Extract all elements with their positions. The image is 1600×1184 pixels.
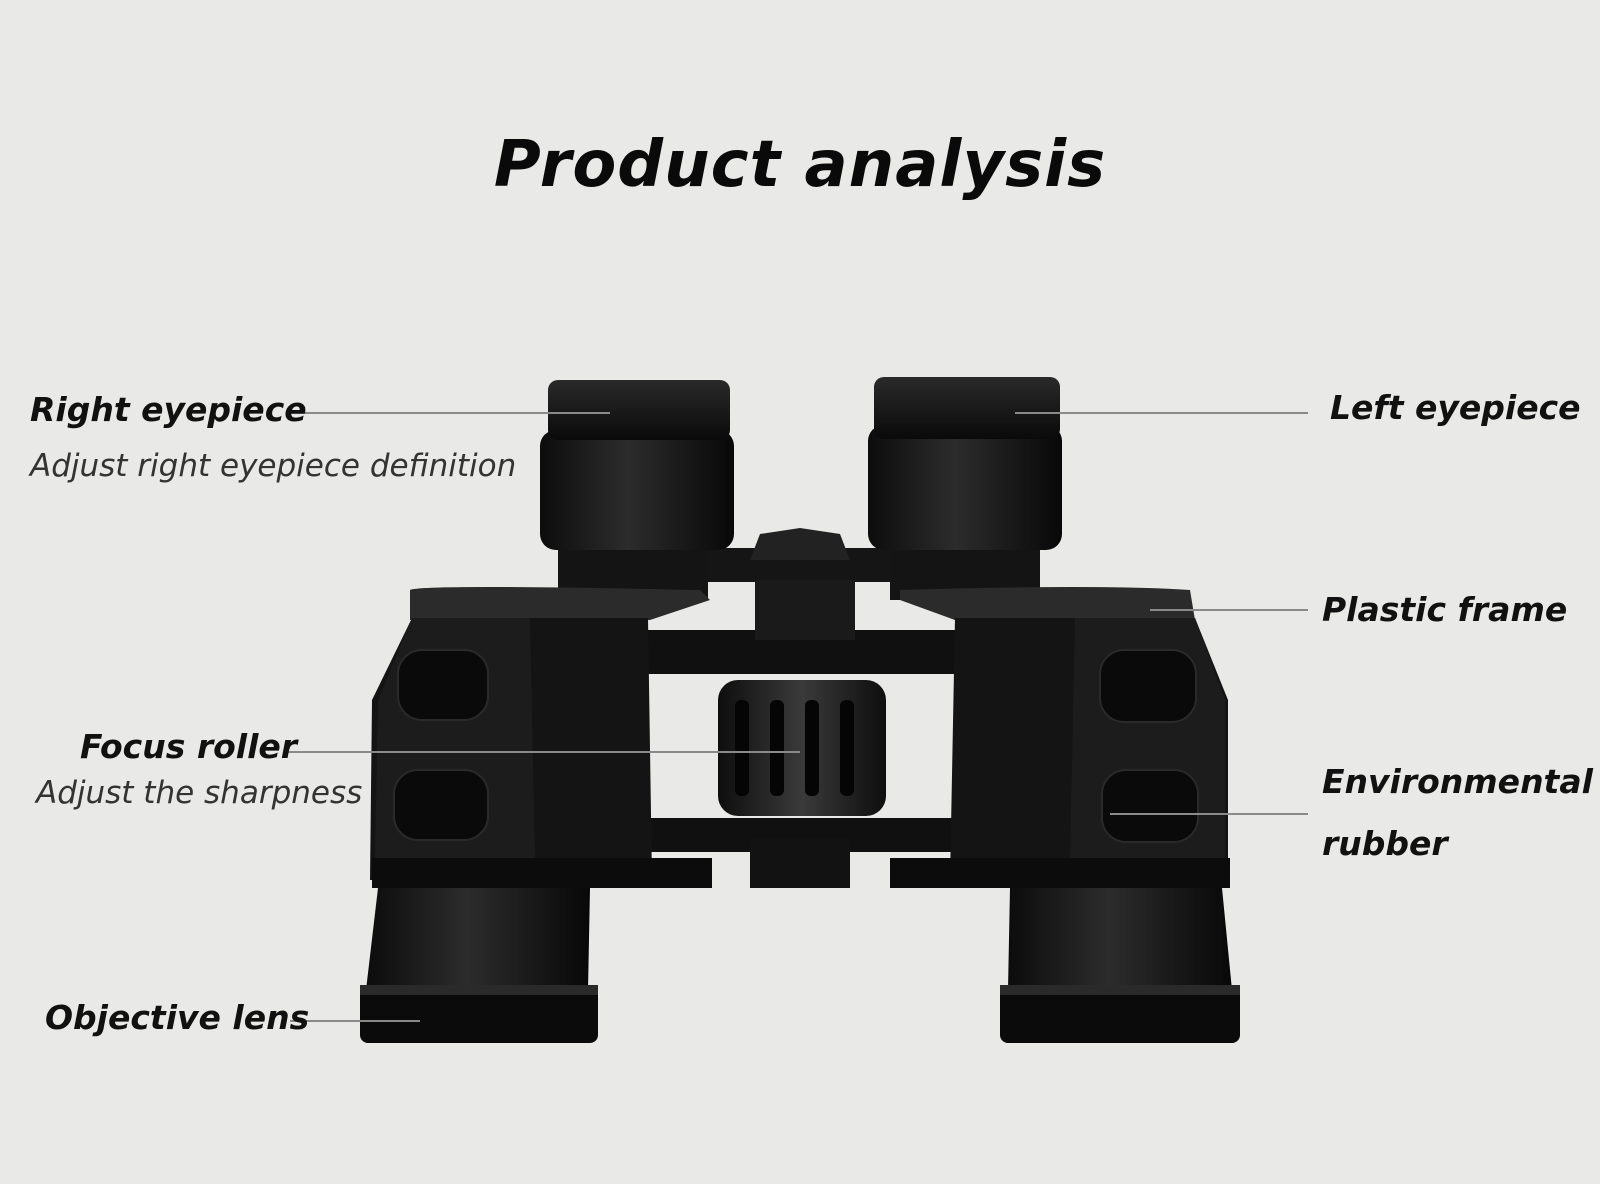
plastic-frame-label: Plastic frame <box>1322 590 1568 629</box>
left-barrel <box>868 377 1240 1043</box>
leader-lines <box>288 412 1308 1022</box>
focus-roller-label: Focus roller <box>80 727 298 766</box>
focus-roller-description: Adjust the sharpness <box>36 775 363 811</box>
objective-lens-label: Objective lens <box>45 998 310 1037</box>
environmental-rubber-label-line2: rubber <box>1322 824 1448 863</box>
right-eyepiece-label: Right eyepiece <box>30 390 307 429</box>
right-barrel <box>360 380 734 1043</box>
page-title: Product analysis <box>493 128 1107 202</box>
left-eyepiece-label: Left eyepiece <box>1330 388 1581 427</box>
environmental-rubber-label-line1: Environmental <box>1322 762 1593 801</box>
right-eyepiece-description: Adjust right eyepiece definition <box>30 448 517 484</box>
focus-roller-wheel <box>718 680 886 816</box>
